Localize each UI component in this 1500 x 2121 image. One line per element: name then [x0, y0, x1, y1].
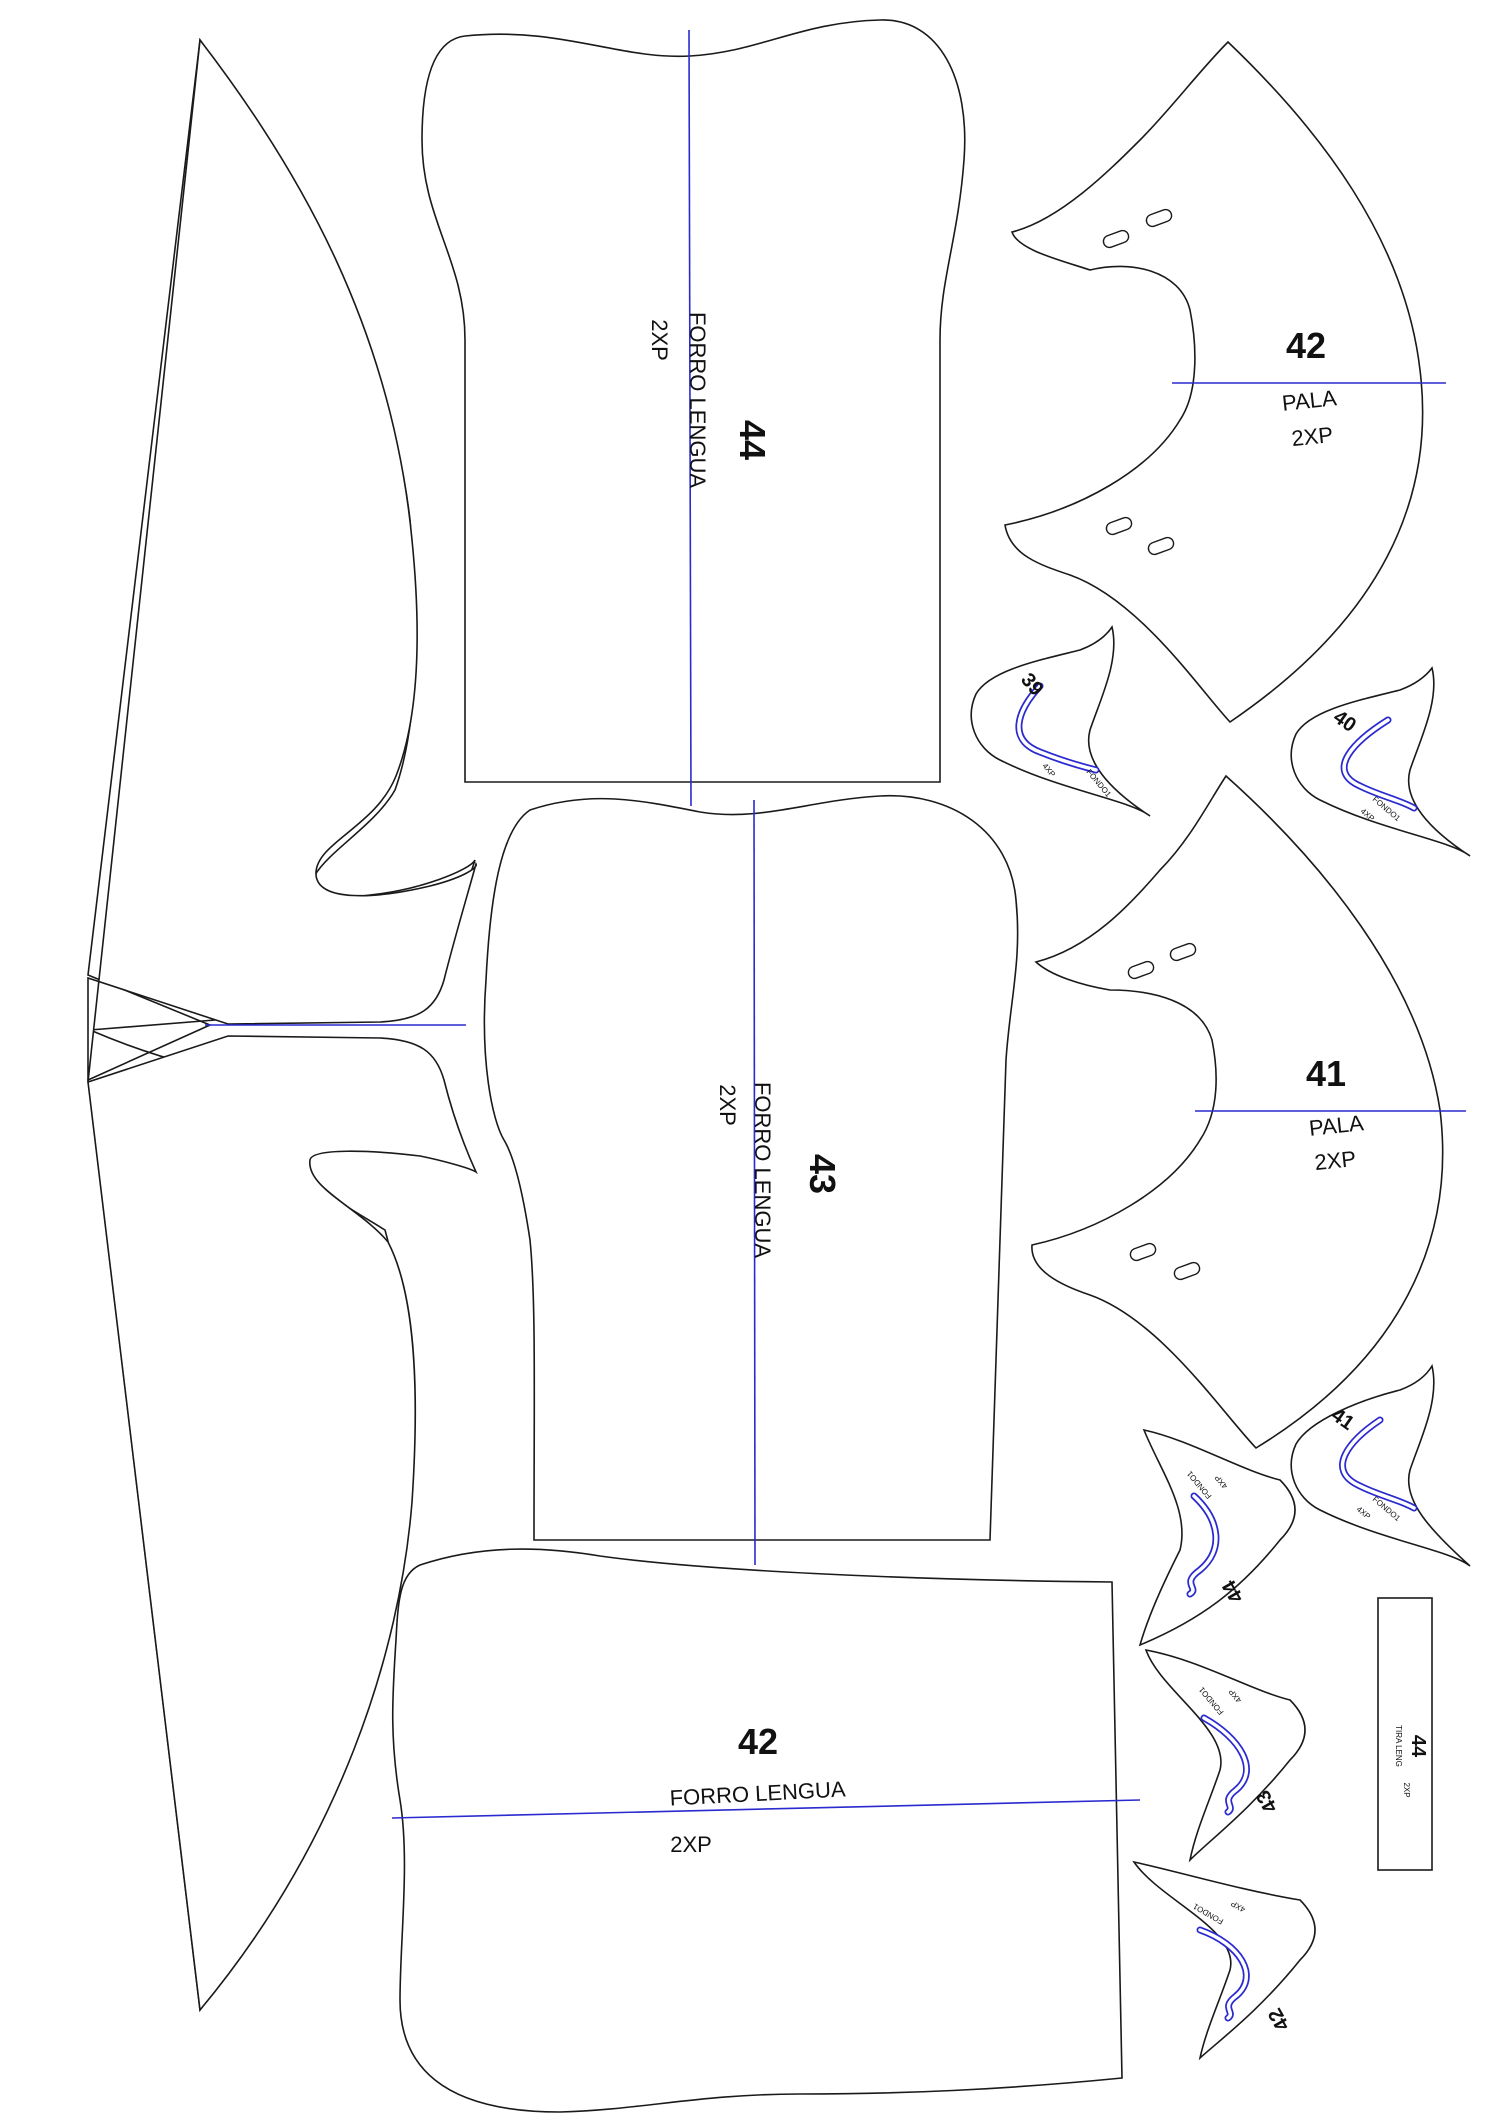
svg-text:42: 42: [1264, 2004, 1294, 2034]
pala-41-name: PALA: [1308, 1110, 1365, 1141]
fondo-44-piece: 44 FONDO1 4XP: [1138, 1428, 1296, 1647]
side-quarter: [87, 37, 478, 2012]
svg-text:FORRO LENGUA: FORRO LENGUA: [750, 1082, 775, 1258]
fondo-42-piece: 42 FONDO1 4XP: [1132, 1860, 1316, 2061]
svg-text:2XP: 2XP: [647, 319, 672, 361]
svg-text:TIRA LENG: TIRA LENG: [1394, 1725, 1403, 1767]
pala-42-piece: [1004, 40, 1424, 724]
fondo-43-piece: 43 FONDO1 4XP: [1144, 1648, 1306, 1863]
lining-44-qty: 2XP: [647, 319, 672, 361]
svg-text:2XP: 2XP: [715, 1084, 740, 1126]
svg-text:FORRO LENGUA: FORRO LENGUA: [685, 312, 710, 488]
pala-42-number: 42: [1286, 325, 1326, 366]
grainline-lining-43: [753, 799, 756, 1566]
lining-44-name: FORRO LENGUA: [685, 312, 710, 488]
lining-43-qty: 2XP: [715, 1084, 740, 1126]
tira-lengua-strip: 44 TIRA LENG 2XP: [1377, 1597, 1433, 1871]
lining-43-name: FORRO LENGUA: [750, 1082, 775, 1258]
pala-42-eyelet-4: [1147, 536, 1175, 556]
lining-44-label: 44: [732, 420, 773, 460]
pala-42-eyelet-3: [1105, 516, 1133, 536]
pala-41-number: 41: [1306, 1053, 1346, 1094]
pala-42-eyelet-2: [1102, 229, 1130, 249]
fondo-40-piece: 40 FONDO1 4XP: [1290, 666, 1471, 857]
pala-41-eyelet-2: [1127, 960, 1155, 980]
svg-text:2XP: 2XP: [1402, 1782, 1411, 1797]
pala-41-piece: [1031, 774, 1444, 1450]
grainline-lining-42: [391, 1799, 1141, 1819]
grainline-lining-44: [688, 29, 692, 807]
svg-text:44: 44: [1407, 1735, 1429, 1758]
fondo-41-piece: 41 FONDO1 4XP: [1290, 1363, 1471, 1567]
pala-42-name: PALA: [1281, 385, 1338, 416]
pala-41-qty: 2XP: [1313, 1146, 1357, 1175]
pala-41-eyelet-4: [1173, 1261, 1201, 1281]
lining-42-qty: 2XP: [670, 1832, 712, 1857]
pala-42-eyelet-1: [1145, 208, 1173, 228]
pala-42-qty: 2XP: [1290, 422, 1334, 451]
svg-text:44: 44: [732, 420, 773, 460]
pala-41-eyelet-1: [1169, 942, 1197, 962]
fondo-39-piece: 39 FONDO1 4XP: [970, 625, 1151, 817]
lining-42-piece: [391, 1548, 1123, 2113]
lining-43-piece: [483, 794, 1019, 1541]
svg-text:43: 43: [802, 1154, 843, 1194]
lining-42-number: 42: [738, 1721, 778, 1762]
lining-43-label: 43: [802, 1154, 843, 1194]
pala-41-eyelet-3: [1129, 1242, 1157, 1262]
